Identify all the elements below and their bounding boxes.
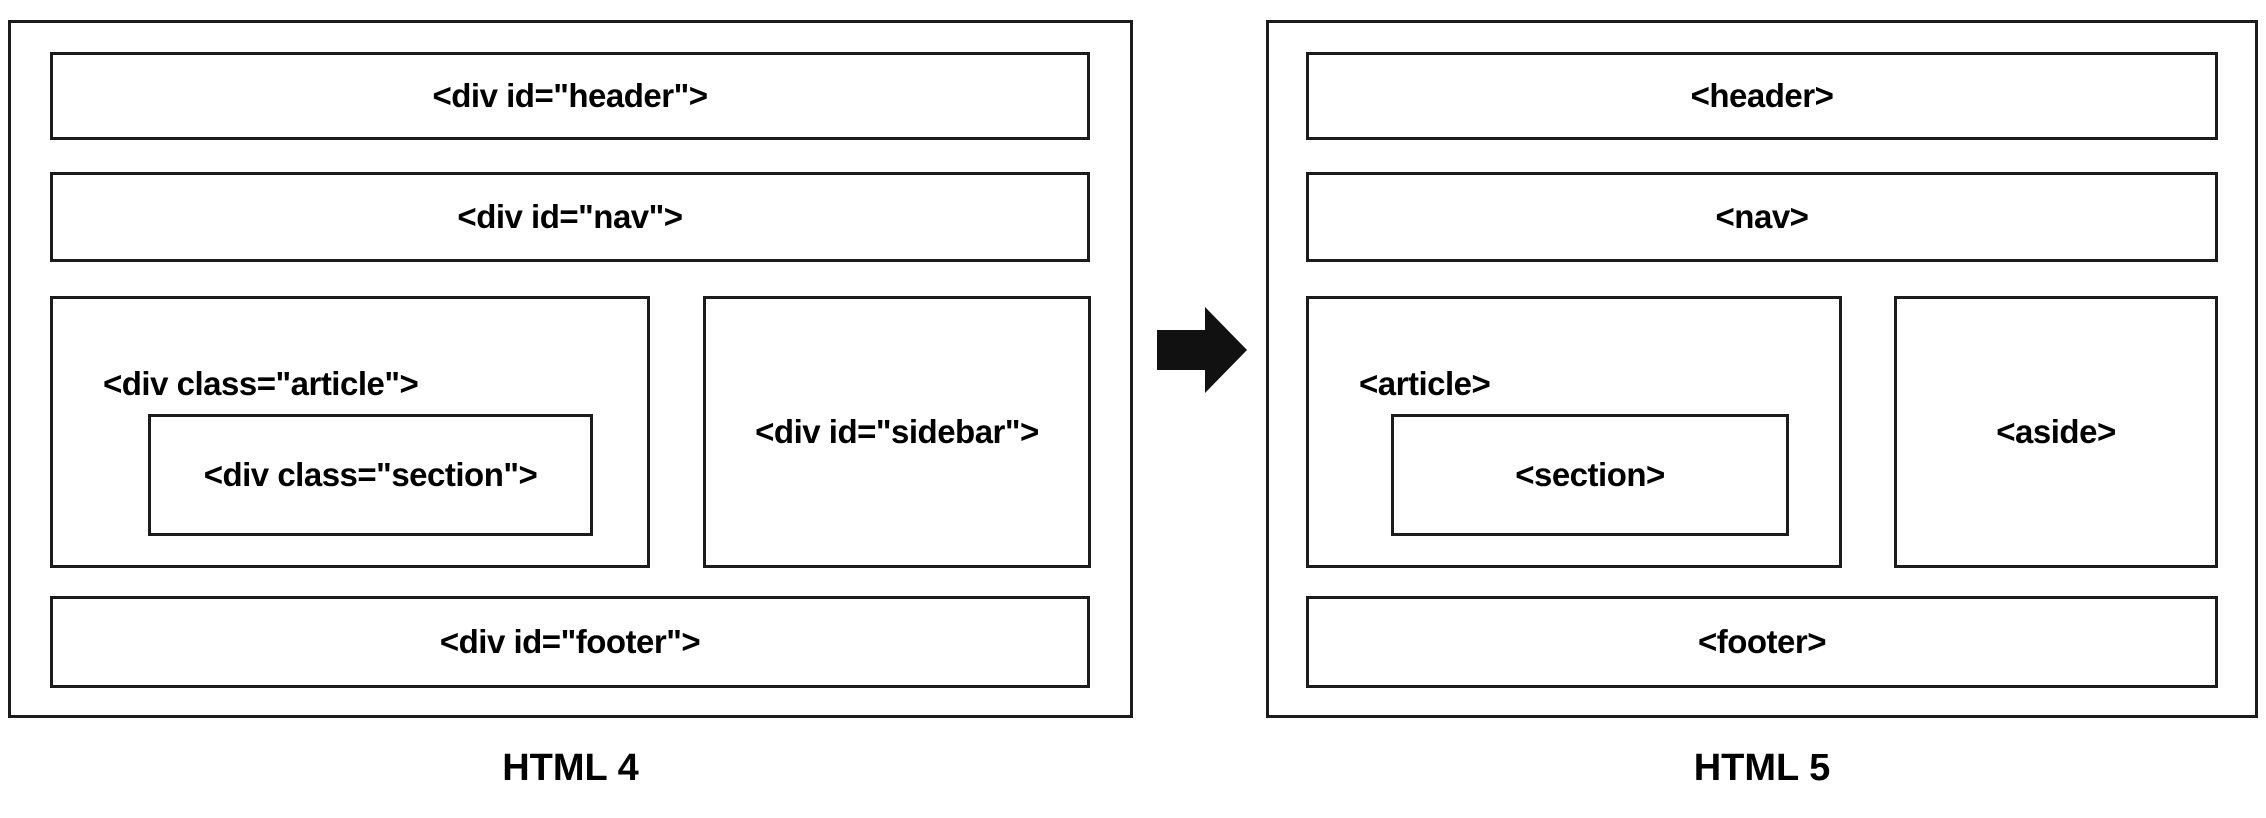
html4-header-box: <div id="header">: [50, 52, 1090, 140]
html5-section-label: <section>: [1515, 456, 1665, 493]
html4-sidebar-label: <div id="sidebar">: [755, 413, 1039, 450]
html5-footer-label: <footer>: [1697, 623, 1827, 660]
html5-article-label: <article>: [1359, 365, 1491, 402]
html5-aside-label: <aside>: [1996, 413, 2116, 450]
html5-article-box: <article> <section>: [1306, 296, 1842, 568]
html5-footer-box: <footer>: [1306, 596, 2218, 688]
html4-page-outline: <div id="header"> <div id="nav"> <div cl…: [8, 20, 1133, 718]
html4-article-box: <div class="article"> <div class="sectio…: [50, 296, 650, 568]
html5-page-outline: <header> <nav> <article> <section> <asid…: [1266, 20, 2258, 718]
html4-nav-label: <div id="nav">: [457, 198, 683, 235]
html4-footer-label: <div id="footer">: [439, 623, 701, 660]
html5-header-box: <header>: [1306, 52, 2218, 140]
html5-section-box: <section>: [1391, 414, 1789, 536]
html4-section-label: <div class="section">: [203, 456, 538, 493]
right-arrow-icon: [1157, 307, 1247, 393]
html5-aside-box: <aside>: [1894, 296, 2218, 568]
html5-nav-box: <nav>: [1306, 172, 2218, 262]
html4-caption: HTML 4: [502, 747, 639, 789]
html5-header-label: <header>: [1690, 77, 1834, 114]
html4-section-box: <div class="section">: [148, 414, 593, 536]
html4-sidebar-box: <div id="sidebar">: [703, 296, 1091, 568]
html4-nav-box: <div id="nav">: [50, 172, 1090, 262]
html4-article-label: <div class="article">: [103, 365, 419, 402]
html5-nav-label: <nav>: [1715, 198, 1809, 235]
html5-caption: HTML 5: [1693, 747, 1831, 789]
html4-footer-box: <div id="footer">: [50, 596, 1090, 688]
html4-header-label: <div id="header">: [432, 77, 709, 114]
